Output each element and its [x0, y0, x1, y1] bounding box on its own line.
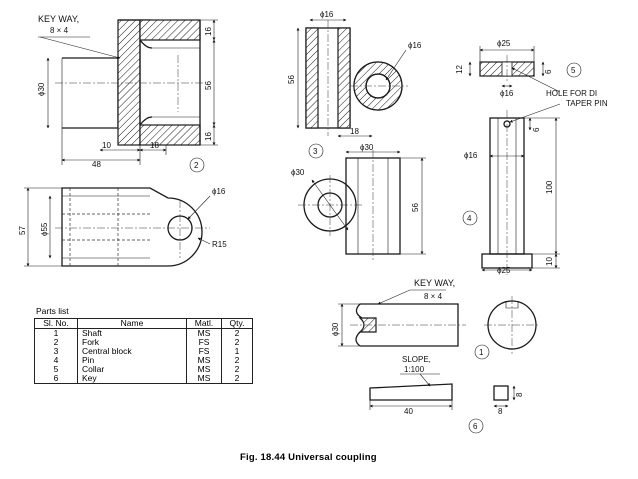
block-dim-56-right: 56 [411, 203, 420, 212]
pin-dim-phi16: ϕ16 [464, 151, 478, 160]
shaft-keyway-size: 8 × 4 [424, 292, 443, 301]
parts-list-header-row: Sl. No. Name Matl. Qty. [34, 318, 253, 329]
balloon-5-label: 5 [571, 66, 576, 75]
pin-dim-6: 6 [532, 127, 541, 132]
shaft-dim-phi30: ϕ30 [331, 322, 340, 336]
fork-boss-section [117, 19, 141, 146]
table-row: 1 Shaft MS 2 [34, 328, 253, 338]
balloon-1-label: 1 [479, 348, 484, 357]
cell-quantity: 1 [221, 347, 253, 356]
balloon-2 [189, 157, 205, 173]
key-dim-40: 40 [404, 407, 413, 416]
col-header-quantity: Qty. [221, 318, 253, 329]
key-view [369, 373, 516, 410]
balloon-1 [474, 344, 490, 360]
figure-number: Fig. 18.44 [240, 452, 286, 463]
block-dim-phi16-top: ϕ16 [320, 10, 334, 19]
central-block-side-view [298, 150, 426, 262]
fork-dim-phi55: ϕ55 [40, 222, 49, 236]
pin-dim-10: 10 [545, 257, 554, 266]
pin-dim-100: 100 [545, 180, 554, 194]
collar-dim-phi25: ϕ25 [497, 39, 511, 48]
col-header-sl-no: Sl. No. [34, 318, 78, 329]
collar-dim-12: 12 [455, 65, 464, 74]
collar-dim-6: 6 [544, 69, 553, 74]
fork-top-view [24, 187, 211, 267]
pin-dim-phi25: ϕ25 [497, 266, 511, 275]
cell-quantity: 2 [221, 328, 253, 338]
cell-quantity: 2 [221, 365, 253, 374]
key-slope-ratio: 1:100 [404, 365, 425, 374]
block-dim-56: 56 [287, 75, 296, 84]
cell-sl-no: 6 [34, 374, 78, 384]
cell-material: MS [186, 374, 222, 384]
block-dim-phi30: ϕ30 [360, 143, 374, 152]
cell-quantity: 2 [221, 338, 253, 347]
block-dim-phi30-circle: ϕ30 [291, 168, 305, 177]
col-header-material: Matl. [186, 318, 222, 329]
cell-quantity: 2 [221, 356, 253, 365]
balloon-3 [308, 143, 324, 159]
parts-list-table: Sl. No. Name Matl. Qty. 1 Shaft MS 2 2 F… [34, 318, 253, 384]
key-dim-8-width: 8 [498, 407, 503, 416]
hole-for-di-label: HOLE FOR DI [546, 89, 597, 98]
balloon-5 [566, 62, 582, 78]
fork-keyway-label: KEY WAY, [38, 14, 79, 24]
fork-dim-phi30: ϕ30 [37, 82, 46, 96]
key-dim-8-height: 8 [515, 392, 524, 397]
table-row: 6 Key MS 2 [34, 374, 253, 384]
taper-pin-label: TAPER PIN [566, 99, 608, 108]
figure-title: Universal coupling [288, 452, 377, 463]
fork-keyway-size: 8 × 4 [50, 26, 69, 35]
fork-dim-48: 48 [92, 160, 101, 169]
fork-dim-10: 10 [102, 141, 111, 150]
parts-list-title: Parts list [36, 306, 69, 316]
fork-arm-top [139, 19, 201, 41]
table-row: 3 Central block FS 1 [34, 347, 253, 356]
fork-dim-57: 57 [18, 226, 27, 235]
balloon-2-label: 2 [194, 161, 199, 170]
table-row: 4 Pin MS 2 [34, 356, 253, 365]
collar-view [468, 46, 561, 93]
fork-dim-16-top: 16 [204, 27, 213, 36]
balloon-4-label: 4 [467, 214, 472, 223]
key-slope-label: SLOPE, [402, 355, 431, 364]
block-dim-phi16-right: ϕ16 [408, 41, 422, 50]
fork-dim-phi16: ϕ16 [212, 187, 226, 196]
block-dim-18: 18 [350, 127, 359, 136]
balloon-4 [462, 210, 478, 226]
cell-quantity: 2 [221, 374, 253, 384]
balloon-6 [468, 418, 484, 434]
balloon-3-label: 3 [313, 147, 318, 156]
fork-dim-r15: R15 [212, 240, 227, 249]
table-row: 5 Collar MS 2 [34, 365, 253, 374]
shaft-keyway-label: KEY WAY, [414, 278, 455, 288]
balloon-6-label: 6 [473, 422, 478, 431]
cell-name: Key [77, 374, 187, 384]
fork-arm-bottom [139, 124, 201, 146]
table-row: 2 Fork FS 2 [34, 338, 253, 347]
fork-dim-16-bottom: 16 [204, 132, 213, 141]
figure-caption: Fig. 18.44 Universal coupling [240, 452, 377, 463]
fork-dim-56: 56 [204, 81, 213, 90]
shaft-view [338, 289, 540, 354]
fork-front-view [38, 19, 218, 165]
pin-view [481, 103, 561, 275]
collar-dim-phi16: ϕ16 [500, 89, 514, 98]
col-header-name: Name [77, 318, 187, 329]
central-block-sectional-view [296, 18, 408, 138]
fork-dim-18: 18 [150, 141, 159, 150]
